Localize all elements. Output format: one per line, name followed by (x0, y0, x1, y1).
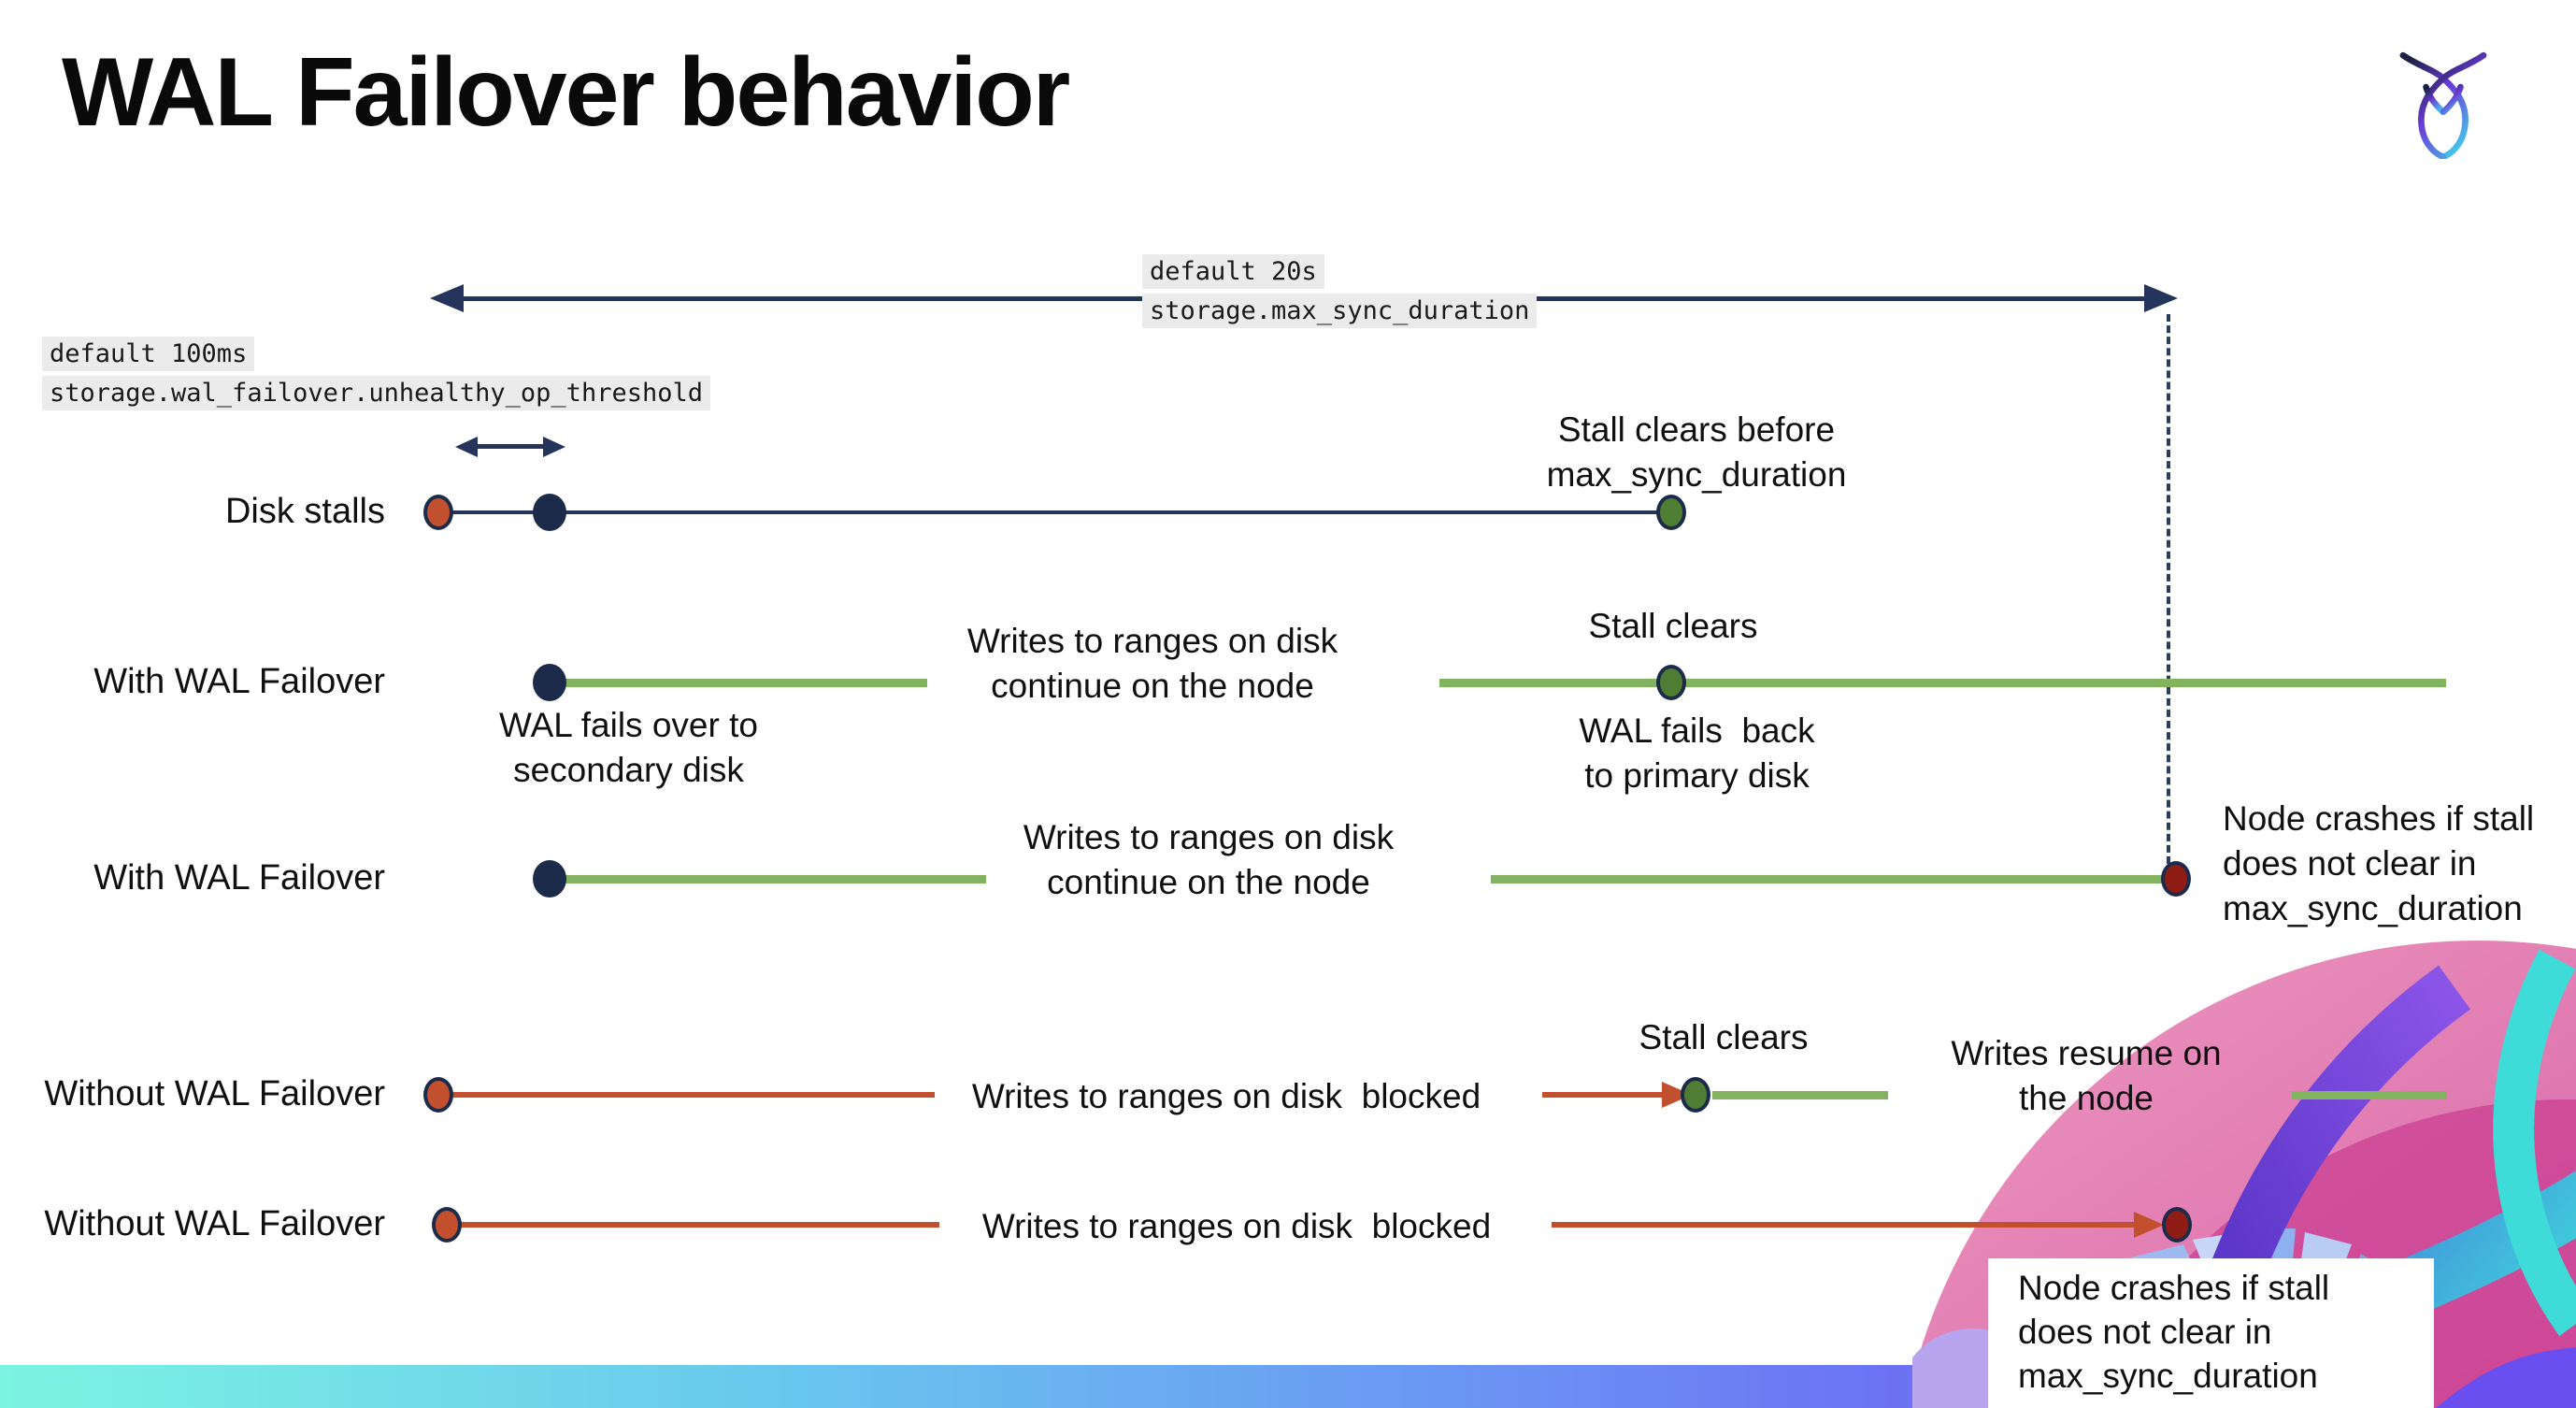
cockroachdb-logo-icon (2395, 49, 2492, 161)
arrow-right-icon (543, 437, 565, 457)
writes-continue-line (1491, 875, 2164, 884)
row-label-with-wal-failover: With WAL Failover (93, 858, 385, 898)
stall-clear-dot (1681, 1077, 1710, 1113)
row-label-with-wal-failover: With WAL Failover (93, 662, 385, 701)
row-label-without-wal-failover: Without WAL Failover (44, 1204, 385, 1243)
stall-clear-dot (1656, 495, 1686, 530)
note-writes-blocked: Writes to ranges on disk blocked (981, 1207, 1492, 1245)
note-stall-clears: Stall clears (1588, 607, 1758, 645)
node-crash-dot (2161, 861, 2191, 897)
note-writes-blocked: Writes to ranges on disk blocked (971, 1077, 1481, 1115)
unhealthy-op-threshold-arrow (455, 434, 565, 460)
stall-clear-dot (1656, 665, 1686, 700)
arrow-left-icon (430, 284, 464, 312)
node-crash-dot (2162, 1207, 2192, 1243)
failover-threshold-dot (533, 494, 566, 531)
row-label-disk-stalls: Disk stalls (224, 492, 385, 531)
note-node-crashes: Node crashes if stall does not clear in … (2018, 1269, 2330, 1395)
max-sync-default-value: default 20s (1142, 254, 1324, 289)
writes-blocked-line (451, 1092, 935, 1098)
note-stall-clears-before: Stall clears before max_sync_duration (1546, 410, 1847, 494)
timeline-stall-line (438, 510, 1671, 514)
unhealthy-op-threshold-label: default 100ms storage.wal_failover.unhea… (42, 337, 710, 415)
writes-resume-line (2292, 1091, 2447, 1099)
disk-stall-start-dot (423, 495, 453, 530)
unhealthy-op-default-value: default 100ms (42, 337, 255, 371)
failover-dot (533, 860, 566, 898)
disk-stall-start-dot (423, 1077, 453, 1113)
arrow-line (472, 444, 549, 449)
writes-blocked-line (1552, 1222, 2136, 1228)
failover-dot (533, 664, 566, 701)
writes-continue-line (561, 875, 986, 884)
red-arrowhead-icon (2134, 1212, 2164, 1238)
arrow-left-icon (455, 437, 478, 457)
writes-blocked-line (1542, 1092, 1664, 1098)
note-wal-fails-back: WAL fails back to primary disk (1579, 711, 1815, 795)
node-crash-callout-box (1988, 1258, 2434, 1408)
note-writes-resume: Writes resume on the node (1951, 1034, 2222, 1117)
unhealthy-op-setting-name: storage.wal_failover.unhealthy_op_thresh… (42, 376, 710, 410)
page-title: WAL Failover behavior (62, 38, 1070, 147)
note-writes-continue: Writes to ranges on disk continue on the… (1023, 818, 1395, 901)
writes-blocked-line (460, 1222, 939, 1228)
writes-continue-line (1439, 679, 2446, 687)
max-sync-setting-name: storage.max_sync_duration (1142, 294, 1538, 328)
note-writes-continue: Writes to ranges on disk continue on the… (966, 622, 1338, 705)
note-wal-fails-over: WAL fails over to secondary disk (499, 706, 758, 789)
note-stall-clears: Stall clears (1639, 1018, 1809, 1056)
writes-resume-line (1712, 1091, 1888, 1099)
disk-stall-start-dot (432, 1207, 462, 1243)
arrow-right-icon (2144, 284, 2178, 312)
max-sync-duration-label: default 20s storage.max_sync_duration (1142, 254, 1538, 333)
max-sync-deadline-dashed-line (2167, 314, 2170, 864)
writes-continue-line (561, 679, 927, 687)
row-label-without-wal-failover: Without WAL Failover (44, 1074, 385, 1113)
note-node-crashes: Node crashes if stall does not clear in … (2223, 799, 2535, 927)
